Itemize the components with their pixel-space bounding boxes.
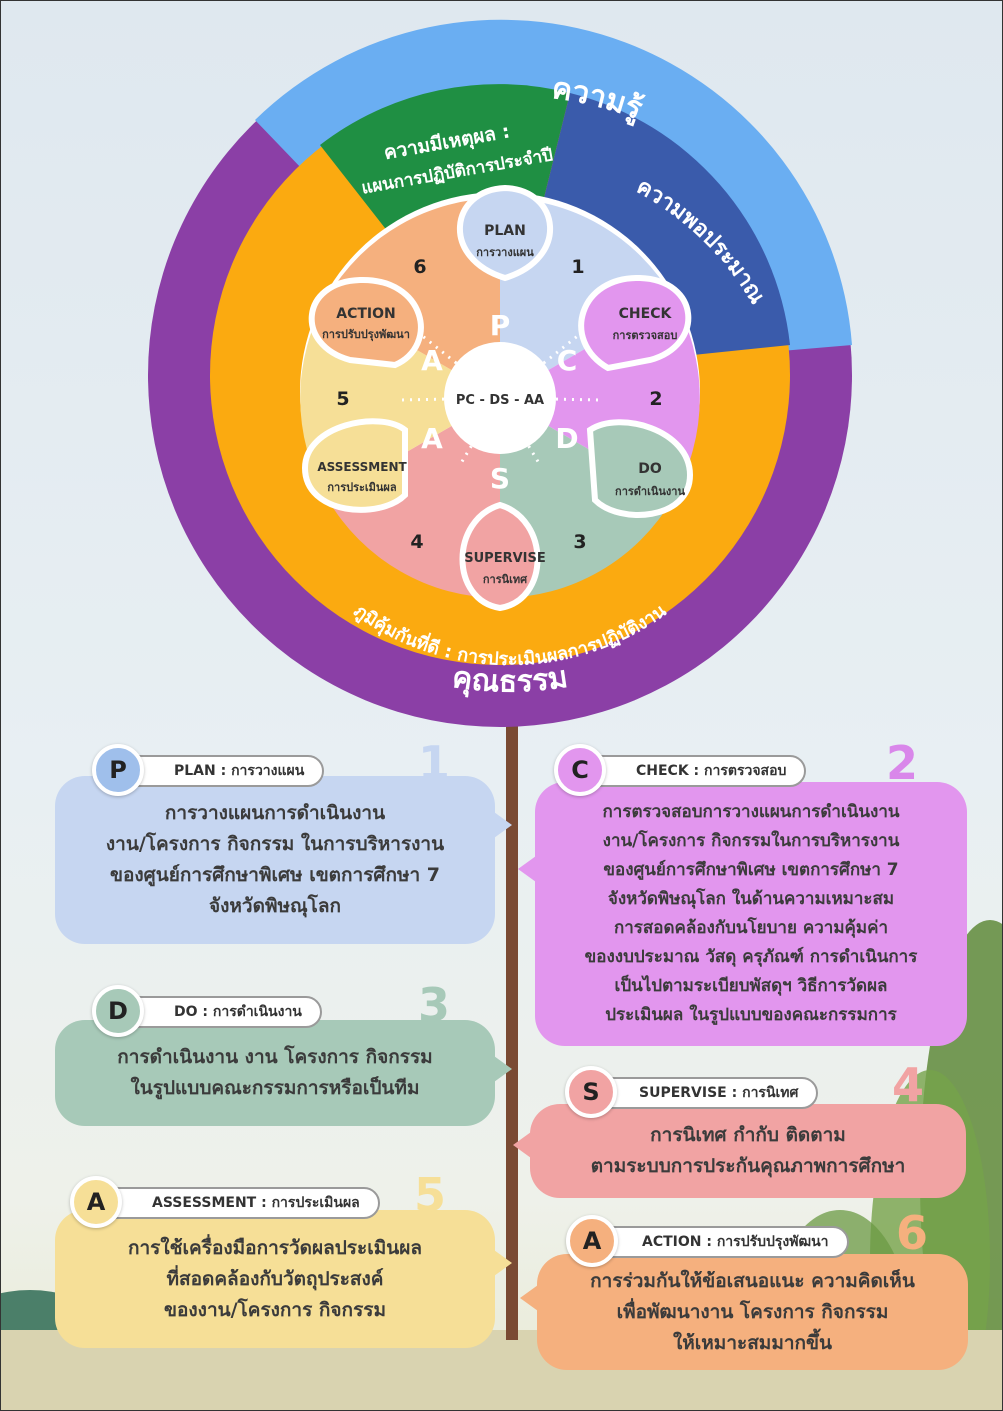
petal-action-en: ACTION [336, 306, 396, 322]
petal-do-th: การดำเนินงาน [615, 485, 685, 498]
supervise-card: การนิเทศ กำกับ ติดตาม ตามระบบการประกันคุ… [530, 1104, 966, 1198]
check-letter-badge: C [554, 744, 606, 796]
petal-plan-th: การวางแผน [476, 246, 534, 259]
plan-card: การวางแผนการดำเนินงาน งาน/โครงการ กิจกรร… [55, 776, 495, 944]
letter-d: D [555, 422, 578, 455]
assessment-letter-badge: A [70, 1176, 122, 1228]
petal-assessment [301, 418, 408, 513]
letter-p: P [490, 309, 511, 342]
action-letter-badge: A [566, 1215, 618, 1267]
letter-c: C [557, 344, 578, 377]
supervise-letter-badge: S [565, 1066, 617, 1118]
plan-step-number: 1 [418, 736, 451, 790]
petal-do-en: DO [638, 461, 662, 477]
assessment-step-number: 5 [414, 1168, 447, 1222]
assessment-title-pill: ASSESSMENT : การประเมินผล [88, 1187, 380, 1219]
inner-sector-do [500, 398, 673, 598]
assessment-card-pointer [494, 1250, 512, 1276]
action-step-number: 6 [896, 1206, 929, 1260]
petal-supervise [459, 501, 541, 612]
do-card-pointer [494, 1056, 512, 1082]
pcdsaa-wheel-diagram: PC - DS - AA PLAN การวางแผน CHECK การตรว… [148, 19, 852, 727]
plan-letter-badge: P [92, 744, 144, 796]
petal-action [308, 276, 424, 369]
do-letter-badge: D [92, 985, 144, 1037]
outer-ring-bottom-label: คุณธรรม [450, 660, 570, 700]
petal-assessment-en: ASSESSMENT [317, 460, 407, 474]
petal-number-1: 1 [571, 256, 584, 278]
center-circle [444, 342, 556, 454]
letter-s: S [490, 462, 510, 495]
check-step-number: 2 [886, 736, 919, 790]
plan-card-pointer [494, 812, 512, 838]
petal-number-5: 5 [336, 388, 349, 410]
petal-number-6: 6 [413, 256, 426, 278]
plan-card-text: การวางแผนการดำเนินงาน งาน/โครงการ กิจกรร… [105, 802, 445, 917]
petal-supervise-en: SUPERVISE [464, 551, 545, 566]
petal-assessment-th: การประเมินผล [327, 481, 397, 494]
petal-number-3: 3 [573, 531, 586, 553]
signpost-pole [506, 700, 518, 1340]
action-card-pointer [520, 1285, 538, 1311]
action-title-pill: ACTION : การปรับปรุงพัฒนา [578, 1226, 849, 1258]
petal-plan-en: PLAN [484, 223, 526, 239]
assessment-card: การใช้เครื่องมือการวัดผลประเมินผล ที่สอด… [55, 1210, 495, 1348]
petal-supervise-th: การนิเทศ [483, 573, 528, 586]
petal-plan [457, 184, 553, 282]
do-card: การดำเนินงาน งาน โครงการ กิจกรรม ในรูปแบ… [55, 1020, 495, 1126]
check-title-pill: CHECK : การตรวจสอบ [572, 755, 807, 787]
petal-number-4: 4 [410, 531, 423, 553]
petal-check-th: การตรวจสอบ [613, 329, 678, 342]
letter-a-assessment: A [421, 422, 443, 455]
inner-sector-action [327, 198, 500, 398]
do-card-text: การดำเนินงาน งาน โครงการ กิจกรรม ในรูปแบ… [117, 1046, 433, 1099]
action-card-text: การร่วมกันให้ข้อเสนอแนะ ความคิดเห็น เพื่… [590, 1269, 915, 1354]
letter-a-action: A [421, 344, 443, 377]
inner-sector-supervise [327, 398, 500, 598]
petal-do [586, 419, 694, 518]
petal-check [578, 274, 692, 372]
center-label: PC - DS - AA [456, 393, 544, 408]
petal-number-2: 2 [649, 388, 662, 410]
petal-check-en: CHECK [619, 306, 673, 322]
petal-action-th: การปรับปรุงพัฒนา [322, 328, 410, 342]
action-card: การร่วมกันให้ข้อเสนอแนะ ความคิดเห็น เพื่… [537, 1254, 968, 1370]
check-card-pointer [518, 856, 536, 882]
supervise-step-number: 4 [892, 1058, 925, 1112]
check-card: การตรวจสอบการวางแผนการดำเนินงาน งาน/โครง… [535, 782, 967, 1046]
do-step-number: 3 [418, 978, 451, 1032]
plan-title-pill: PLAN : การวางแผน [110, 755, 325, 787]
assessment-card-text: การใช้เครื่องมือการวัดผลประเมินผล ที่สอด… [128, 1236, 422, 1321]
check-card-text: การตรวจสอบการวางแผนการดำเนินงาน งาน/โครง… [584, 802, 918, 1025]
supervise-card-text: การนิเทศ กำกับ ติดตาม ตามระบบการประกันคุ… [590, 1124, 906, 1177]
supervise-card-pointer [513, 1132, 531, 1158]
